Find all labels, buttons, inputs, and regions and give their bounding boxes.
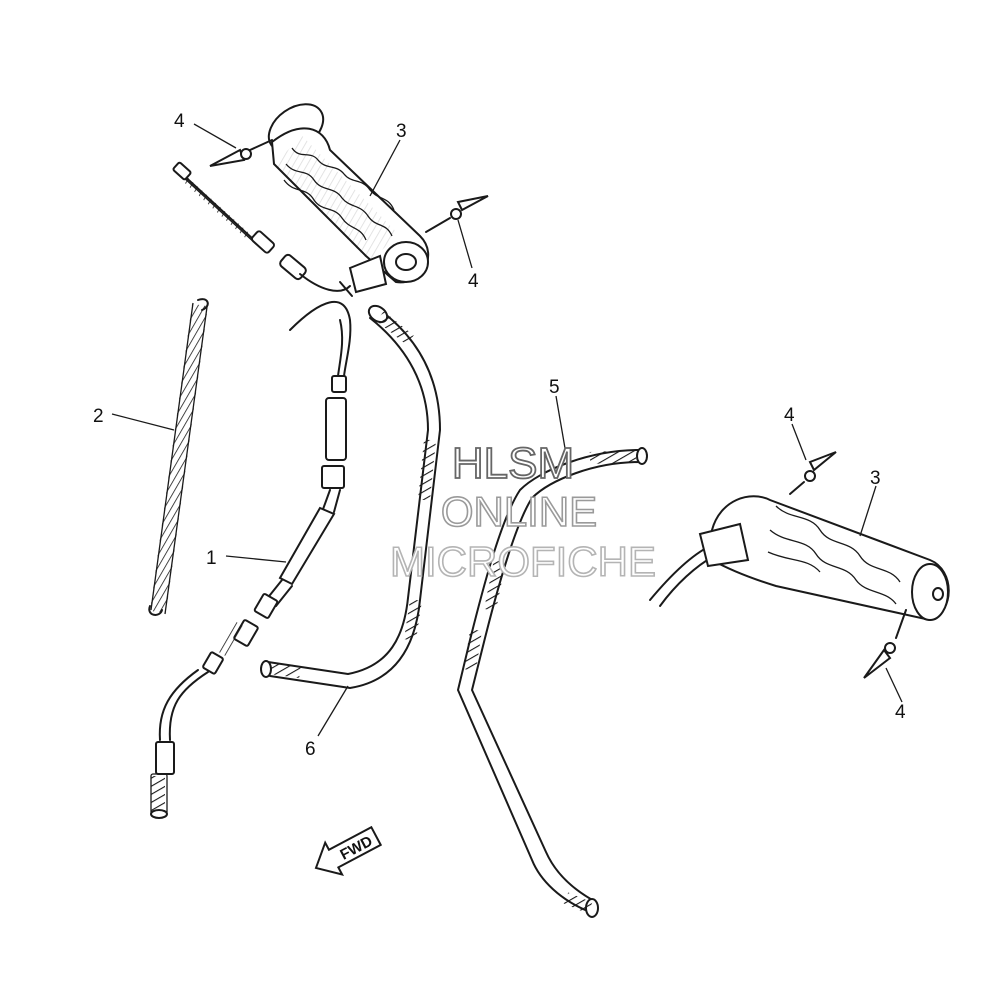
tube-part-6 bbox=[260, 304, 441, 689]
watermark-line-3: MICROFICHE bbox=[390, 538, 656, 585]
callout-4-d: 4 bbox=[895, 702, 906, 723]
spring-part-2 bbox=[148, 298, 209, 616]
callout-6: 6 bbox=[305, 739, 316, 760]
grip-right-part-3 bbox=[649, 495, 950, 622]
fastener-part-4b bbox=[425, 195, 489, 233]
tube-part-5 bbox=[457, 447, 648, 918]
callout-5: 5 bbox=[549, 377, 560, 398]
watermark: HLSM ONLINE MICROFICHE bbox=[389, 438, 657, 586]
leader-lines bbox=[111, 123, 903, 737]
callout-4-b: 4 bbox=[468, 271, 479, 292]
throttle-cable-part-1 bbox=[150, 161, 352, 819]
forward-direction-arrow: FWD bbox=[314, 825, 383, 876]
callout-3-b: 3 bbox=[870, 468, 881, 489]
watermark-line-2: ONLINE bbox=[441, 488, 597, 535]
callout-2: 2 bbox=[93, 406, 104, 427]
callout-1: 1 bbox=[206, 548, 217, 569]
callout-labels: 4 3 4 2 1 6 5 4 3 4 bbox=[93, 111, 906, 760]
grip-upper-part-3 bbox=[267, 103, 430, 297]
fastener-part-4c bbox=[789, 451, 837, 495]
callout-4-c: 4 bbox=[784, 405, 795, 426]
fastener-part-4a bbox=[209, 139, 273, 167]
callout-3-a: 3 bbox=[396, 121, 407, 142]
fastener-part-4d bbox=[863, 609, 907, 679]
callout-4-a: 4 bbox=[174, 111, 185, 132]
watermark-line-1: HLSM bbox=[452, 439, 574, 488]
